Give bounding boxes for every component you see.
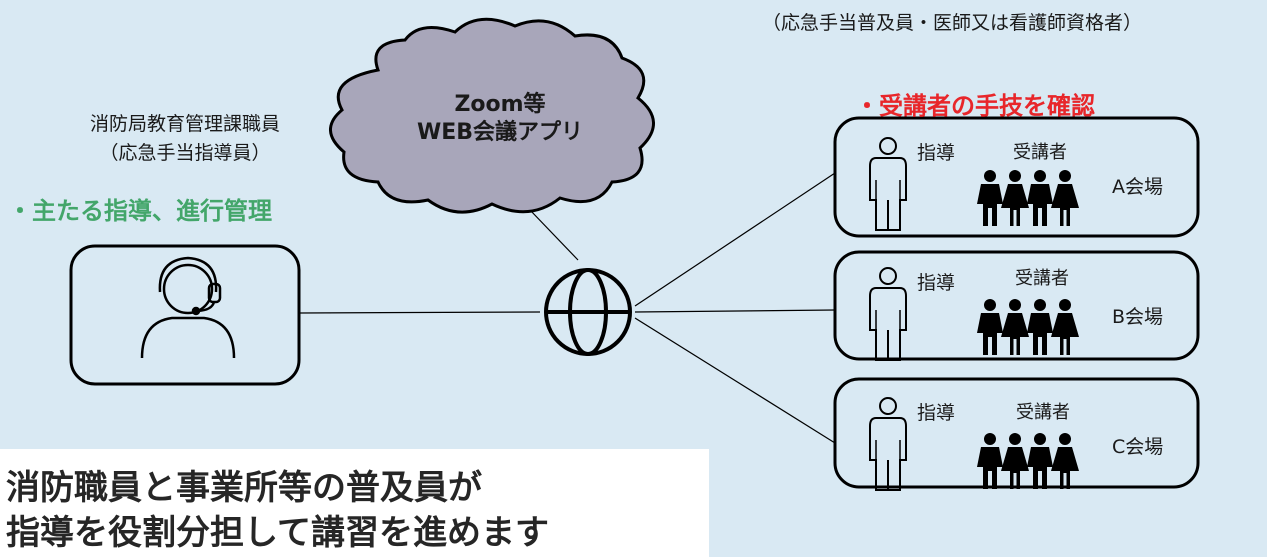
link-cloud-globe bbox=[529, 209, 579, 261]
venue-c-guide-label: 指導 bbox=[917, 402, 956, 424]
summary-line-2: 指導を役割分担して講習を進めます bbox=[6, 513, 549, 553]
web-conference-cloud bbox=[329, 17, 655, 214]
instructor-person-icon bbox=[869, 137, 907, 231]
link-globe-venue-c bbox=[634, 317, 836, 444]
cloud-label-line2: WEB会議アプリ bbox=[416, 120, 584, 145]
venue-c-trainee-label: 受講者 bbox=[1016, 402, 1070, 423]
host-box bbox=[69, 244, 301, 386]
venue-a-guide-label: 指導 bbox=[917, 142, 956, 164]
headset-operator-icon bbox=[140, 256, 236, 359]
link-globe-venue-b bbox=[634, 309, 836, 313]
venue-b-trainee-label: 受講者 bbox=[1015, 268, 1069, 289]
venue-box-b bbox=[833, 250, 1200, 361]
venue-a-trainee-label: 受講者 bbox=[1013, 142, 1067, 163]
venue-a-label: A会場 bbox=[1112, 176, 1163, 198]
globe-icon bbox=[544, 268, 632, 356]
trainees-group-icon bbox=[977, 433, 1079, 489]
summary-line-1: 消防職員と事業所等の普及員が bbox=[6, 468, 482, 508]
instructor-task: ・受講者の手技を確認 bbox=[855, 92, 1095, 120]
host-title: 消防局教育管理課職員 bbox=[89, 113, 280, 135]
venue-c-label: C会場 bbox=[1112, 436, 1164, 458]
host-subtitle: （応急手当指導員） bbox=[99, 142, 271, 164]
summary-banner: 消防職員と事業所等の普及員が 指導を役割分担して講習を進めます bbox=[0, 449, 709, 557]
link-host-globe bbox=[299, 311, 541, 314]
instructor-person-icon bbox=[869, 267, 907, 361]
cloud-label-line1: Zoom等 bbox=[454, 92, 546, 117]
link-globe-venue-a bbox=[634, 172, 836, 307]
venue-box-a bbox=[833, 116, 1200, 238]
venue-b-label: B会場 bbox=[1112, 306, 1164, 328]
instructor-person-icon bbox=[869, 397, 907, 491]
instructor-qualification-note: （応急手当普及員・医師又は看護師資格者） bbox=[762, 12, 1143, 34]
trainees-group-icon bbox=[977, 299, 1079, 355]
venue-b-guide-label: 指導 bbox=[917, 272, 956, 294]
trainees-group-icon bbox=[977, 170, 1079, 226]
host-task: ・主たる指導、進行管理 bbox=[8, 197, 272, 225]
